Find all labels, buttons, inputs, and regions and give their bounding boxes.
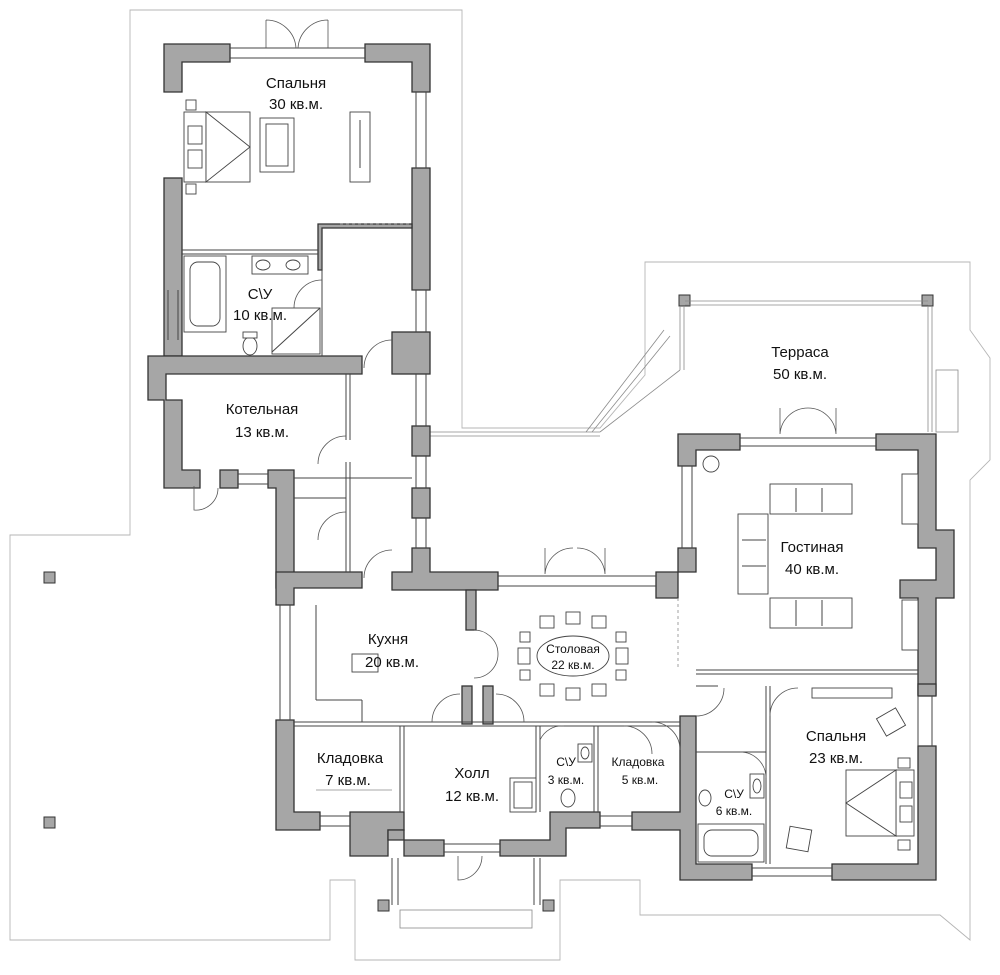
room-labels: Спальня 30 кв.м. С\У 10 кв.м. Котельная … [226,75,866,818]
chair-icon [517,611,629,701]
pantry-east-area: 5 кв.м. [622,773,659,787]
toilet-icon-south [698,789,712,807]
bath-south-name: С\У [724,787,744,801]
stove-counter-icon [351,653,379,673]
bath-north-name: С\У [248,286,273,303]
column-terrace-2 [921,294,934,307]
doors [193,19,837,881]
wc-small-area: 3 кв.м. [548,773,585,787]
wc-small-name: С\У [556,755,576,769]
toilet-icon [242,336,258,356]
terrace-name: Терраса [771,344,829,361]
stove-icon [702,455,720,473]
roof-outline [9,9,991,961]
hall-area: 12 кв.м. [445,788,499,805]
pantry-west-area: 7 кв.м. [325,772,371,789]
walls [147,43,955,881]
pantry-east-name: Кладовка [612,755,665,769]
bedroom-north-name: Спальня [266,75,326,92]
kitchen-area: 20 кв.м. [365,654,419,671]
sofa-icon [769,483,853,515]
toilet-icon-small [560,788,576,808]
column-terrace-1 [678,294,691,307]
desk-icon-south [811,687,893,699]
bedroom-south-name: Спальня [806,728,866,745]
bedroom-north-area: 30 кв.м. [269,96,323,113]
bedroom-south-area: 23 кв.м. [809,750,863,767]
dining-table-icon [536,635,610,677]
column-porch-2 [542,899,555,912]
terrace-area: 50 кв.м. [773,366,827,383]
boiler-name: Котельная [226,401,299,418]
bath-north-area: 10 кв.м. [233,307,287,324]
chair-icon-south [875,707,907,737]
living-name: Гостиная [781,539,844,556]
column-west-2 [43,816,56,829]
terrace-railing [430,300,959,437]
column-porch-1 [377,899,390,912]
dining-area: 22 кв.м. [551,658,594,672]
living-area: 40 кв.м. [785,561,839,578]
dining-name: Столовая [546,642,600,656]
furniture [183,99,919,863]
hall-name: Холл [454,765,489,782]
bath-south-area: 6 кв.м. [716,804,753,818]
column-west-1 [43,571,56,584]
kitchen-name: Кухня [368,631,408,648]
chair-icon-south-2 [785,825,813,853]
pantry-west-name: Кладовка [317,750,384,767]
boiler-area: 13 кв.м. [235,424,289,441]
